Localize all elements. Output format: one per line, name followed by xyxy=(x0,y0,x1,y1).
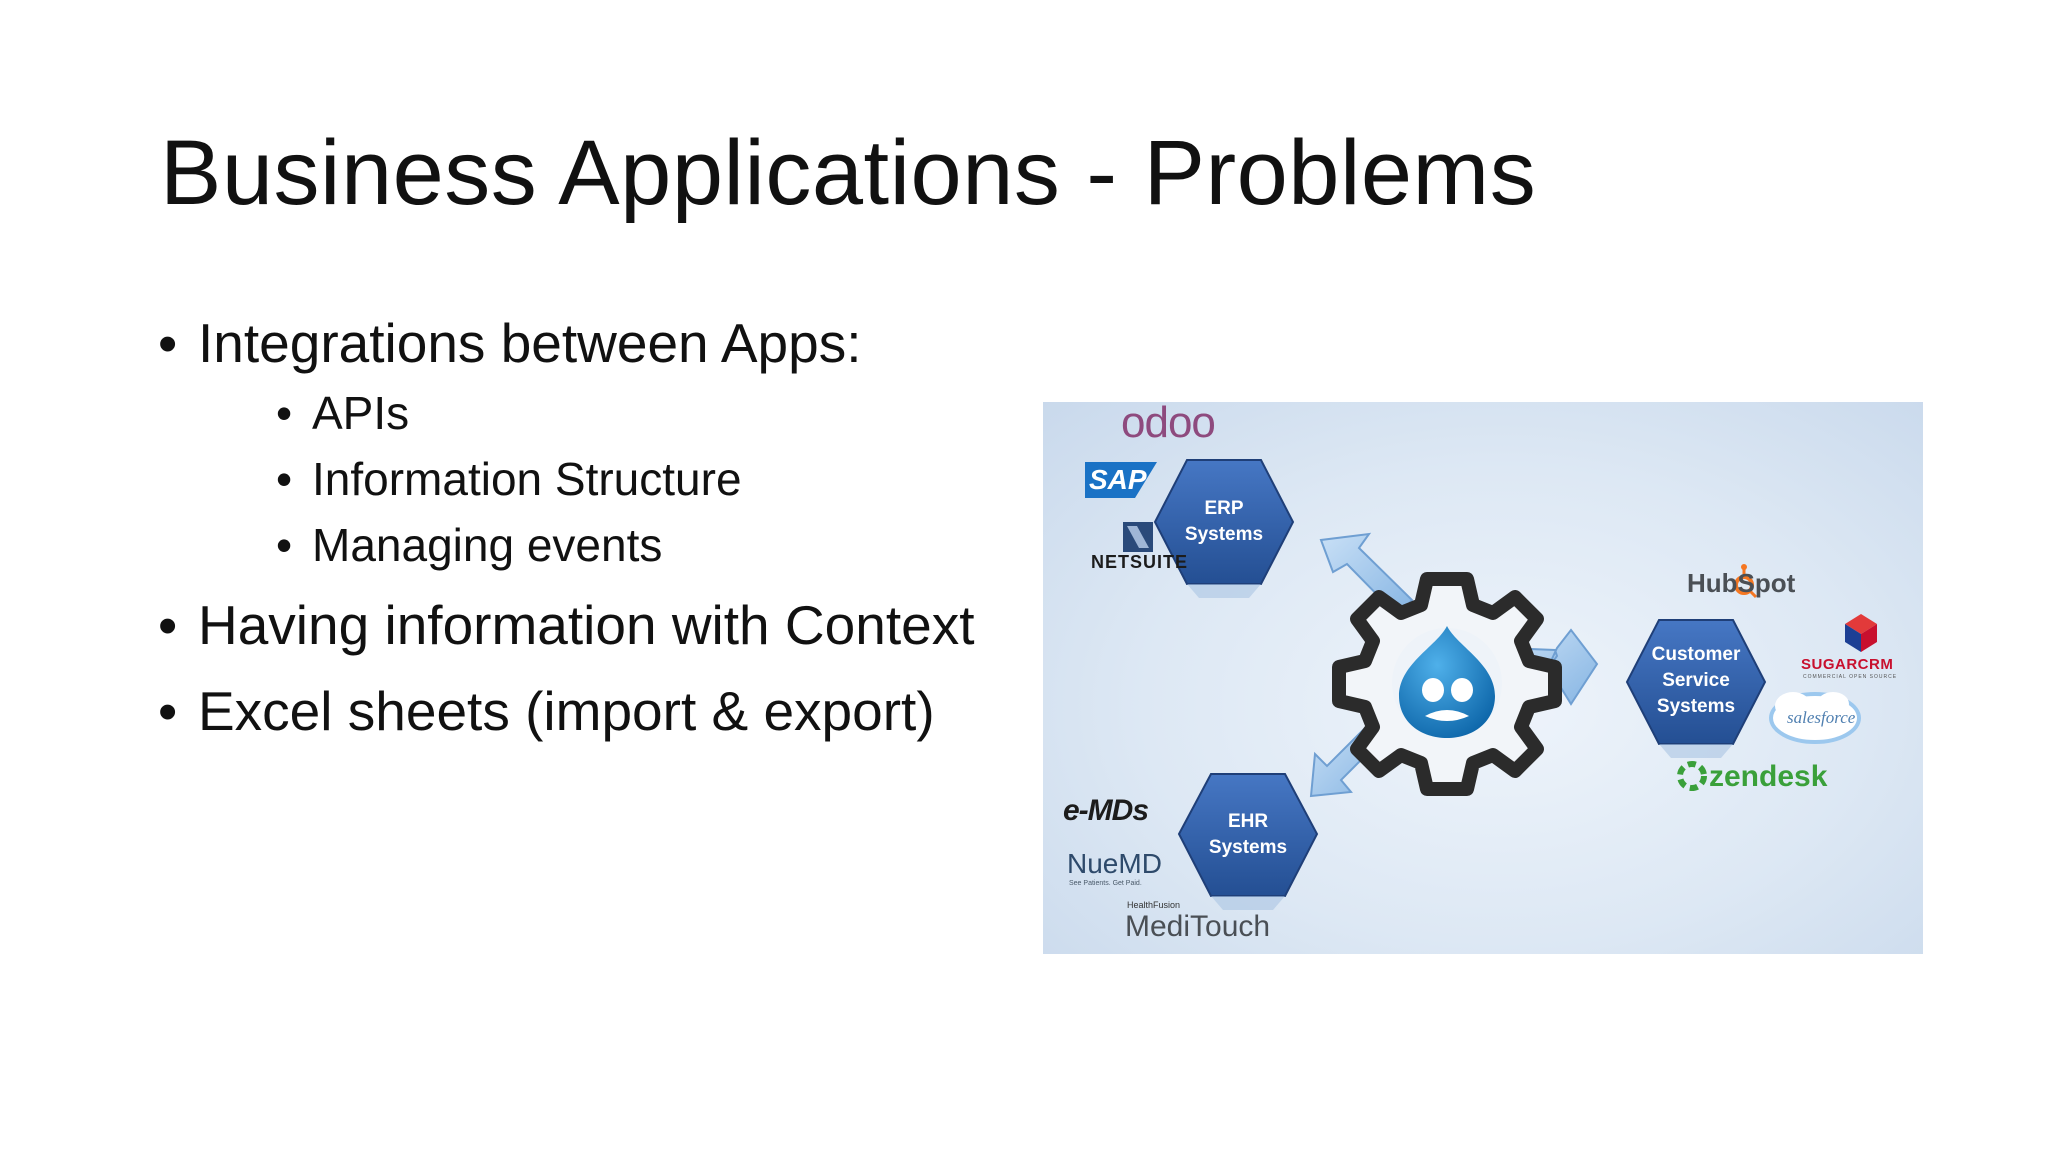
erp-label-line1: ERP xyxy=(1204,498,1244,519)
odoo-logo: odoo xyxy=(1121,398,1216,447)
hubspot-icon xyxy=(1734,564,1758,599)
sugarcrm-icon xyxy=(1845,614,1877,652)
sub-bullet-apis: APIs xyxy=(276,380,974,446)
erp-label-line2: Systems xyxy=(1184,524,1264,545)
bullet-excel: Excel sheets (import & export) xyxy=(158,678,974,744)
bullet-context: Having information with Context xyxy=(158,592,974,658)
netsuite-icon xyxy=(1123,522,1153,552)
bullet-list: Integrations between Apps: APIs Informat… xyxy=(158,310,974,744)
zendesk-logo: zendesk xyxy=(1709,760,1828,793)
hubspot-logo: HubSpot xyxy=(1687,568,1796,598)
bullet-text: Having information with Context xyxy=(198,594,975,656)
erp-hexagon xyxy=(1153,459,1295,598)
ehr-label-line1: EHR xyxy=(1227,811,1269,832)
bullet-text: Integrations between Apps: xyxy=(198,312,862,374)
sugarcrm-logo: SUGARCRM xyxy=(1801,656,1894,673)
slide-title: Business Applications - Problems xyxy=(160,122,1537,224)
drupal-icon xyxy=(1399,626,1495,738)
ehr-hexagon xyxy=(1177,773,1319,910)
customer-service-label: Customer Service Systems xyxy=(1643,642,1749,720)
sub-bullet-text: Information Structure xyxy=(312,453,742,505)
salesforce-icon xyxy=(1769,692,1861,744)
bullet-integrations: Integrations between Apps: APIs Informat… xyxy=(158,310,974,578)
integration-diagram: ERP Systems Customer Service Systems EHR… xyxy=(1043,398,1923,954)
sub-bullet-text: APIs xyxy=(312,387,410,439)
customer-service-hexagon xyxy=(1625,619,1767,758)
customer-label-line3: Systems xyxy=(1656,696,1736,717)
salesforce-logo: salesforce xyxy=(1787,708,1856,727)
sugarcrm-tagline: COMMERCIAL OPEN SOURCE xyxy=(1803,674,1898,680)
sub-bullet-text: Managing events xyxy=(312,519,663,571)
healthfusion-logo: HealthFusion xyxy=(1127,900,1181,910)
zendesk-icon xyxy=(1677,761,1707,791)
customer-label-line1: Customer xyxy=(1651,644,1741,665)
ehr-label-line2: Systems xyxy=(1208,837,1288,858)
sub-bullet-list: APIs Information Structure Managing even… xyxy=(198,380,974,578)
netsuite-logo: NETSUITE xyxy=(1091,552,1189,572)
emds-logo: e-MDs xyxy=(1063,794,1149,827)
meditouch-logo: MediTouch xyxy=(1125,910,1271,943)
sap-icon xyxy=(1085,462,1157,498)
diagram-graphics xyxy=(1085,459,1877,910)
sub-bullet-information-structure: Information Structure xyxy=(276,446,974,512)
nuemd-tagline: See Patients. Get Paid. xyxy=(1069,880,1142,887)
bullet-text: Excel sheets (import & export) xyxy=(198,680,935,742)
customer-label-line2: Service xyxy=(1662,670,1730,691)
sub-bullet-managing-events: Managing events xyxy=(276,512,974,578)
ehr-label: EHR Systems xyxy=(1199,809,1297,861)
nuemd-logo: NueMD xyxy=(1067,848,1162,879)
sap-logo: SAP xyxy=(1089,464,1147,495)
erp-label: ERP Systems xyxy=(1175,496,1273,548)
